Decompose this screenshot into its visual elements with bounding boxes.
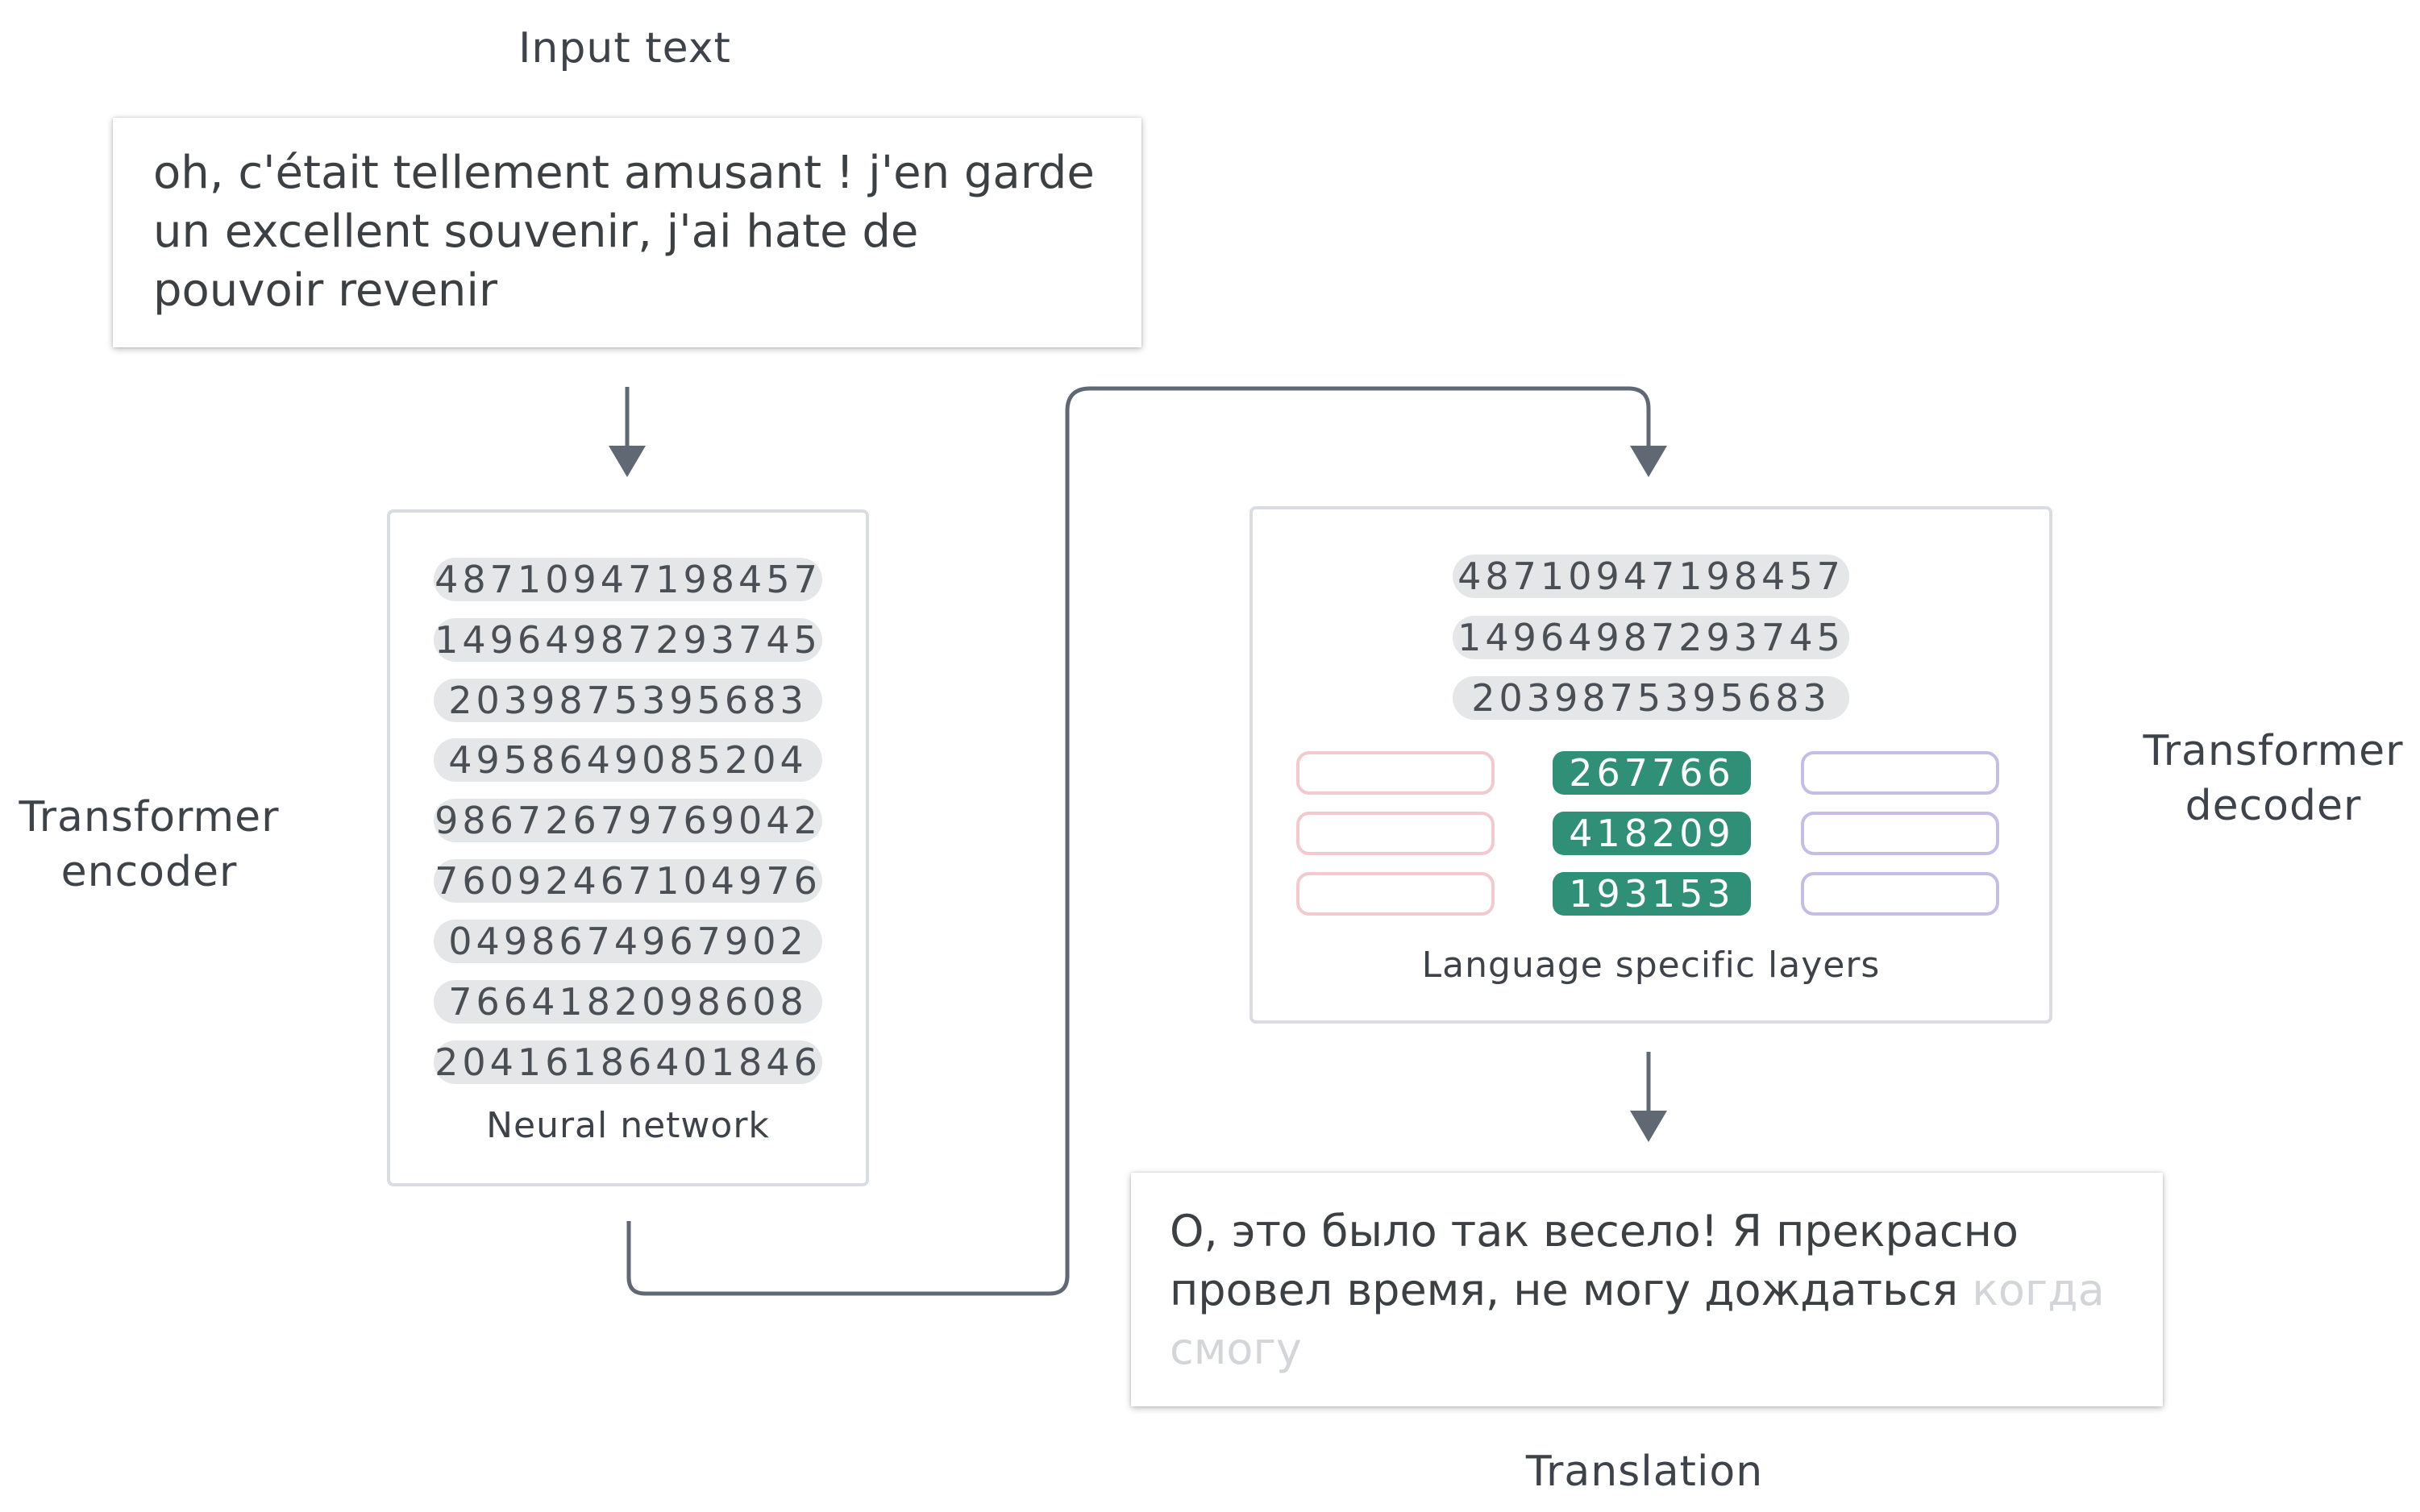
decoder-panel: 48710947198457 14964987293745 2039875395… bbox=[1250, 506, 2052, 1024]
decoder-label-line1: Transformer bbox=[2143, 727, 2404, 775]
translation-text: О, это было так весело! Я прекрасно пров… bbox=[1170, 1202, 2124, 1378]
decoder-caption: Language specific layers bbox=[1421, 945, 1881, 986]
language-layer-value: 267766 bbox=[1553, 751, 1751, 795]
encoder-panel: 48710947198457 14964987293745 2039875395… bbox=[387, 509, 869, 1186]
arrow-down-icon bbox=[609, 446, 646, 477]
encoder-label-line1: Transformer bbox=[19, 793, 280, 841]
encoder-number: 76092467104976 bbox=[434, 859, 822, 903]
language-layer-slot bbox=[1801, 812, 1999, 855]
decoder-number: 48710947198457 bbox=[1453, 555, 1849, 598]
language-layer-slot bbox=[1801, 751, 1999, 795]
arrow-down-icon bbox=[1630, 1111, 1667, 1142]
encoder-number: 0498674967902 bbox=[434, 920, 822, 963]
decoder-number: 14964987293745 bbox=[1453, 616, 1849, 659]
encoder-number: 7664182098608 bbox=[434, 980, 822, 1024]
decoder-label-line2: decoder bbox=[2185, 782, 2362, 830]
encoder-number: 2039875395683 bbox=[434, 679, 822, 722]
input-text-label: Input text bbox=[518, 24, 731, 73]
language-layer-slot bbox=[1296, 751, 1495, 795]
arrow-down-icon bbox=[1630, 446, 1667, 477]
translation-card: О, это было так весело! Я прекрасно пров… bbox=[1131, 1173, 2163, 1406]
encoder-number: 20416186401846 bbox=[434, 1041, 822, 1084]
language-layer-slot bbox=[1296, 812, 1495, 855]
encoder-caption: Neural network bbox=[486, 1105, 770, 1146]
language-layer-value: 418209 bbox=[1553, 812, 1751, 855]
input-text: oh, c'était tellement amusant ! j'en gar… bbox=[153, 147, 1095, 317]
translation-text-main: О, это было так весело! Я прекрасно пров… bbox=[1170, 1206, 2019, 1315]
decoder-label: Transformer decoder bbox=[2128, 724, 2418, 833]
encoder-number: 4958649085204 bbox=[434, 738, 822, 782]
encoder-number: 98672679769042 bbox=[434, 799, 822, 842]
encoder-label: Transformer encoder bbox=[0, 790, 298, 899]
encoder-number: 48710947198457 bbox=[434, 558, 822, 601]
encoder-number: 14964987293745 bbox=[434, 618, 822, 662]
decoder-number: 2039875395683 bbox=[1453, 676, 1849, 720]
language-layer-value: 193153 bbox=[1553, 872, 1751, 916]
input-text-card: oh, c'était tellement amusant ! j'en gar… bbox=[113, 118, 1141, 347]
translation-label: Translation bbox=[1525, 1448, 1764, 1496]
language-layer-slot bbox=[1296, 872, 1495, 916]
translation-text-pending: когда смогу bbox=[1170, 1265, 2105, 1374]
language-layer-slot bbox=[1801, 872, 1999, 916]
encoder-label-line2: encoder bbox=[60, 848, 238, 896]
